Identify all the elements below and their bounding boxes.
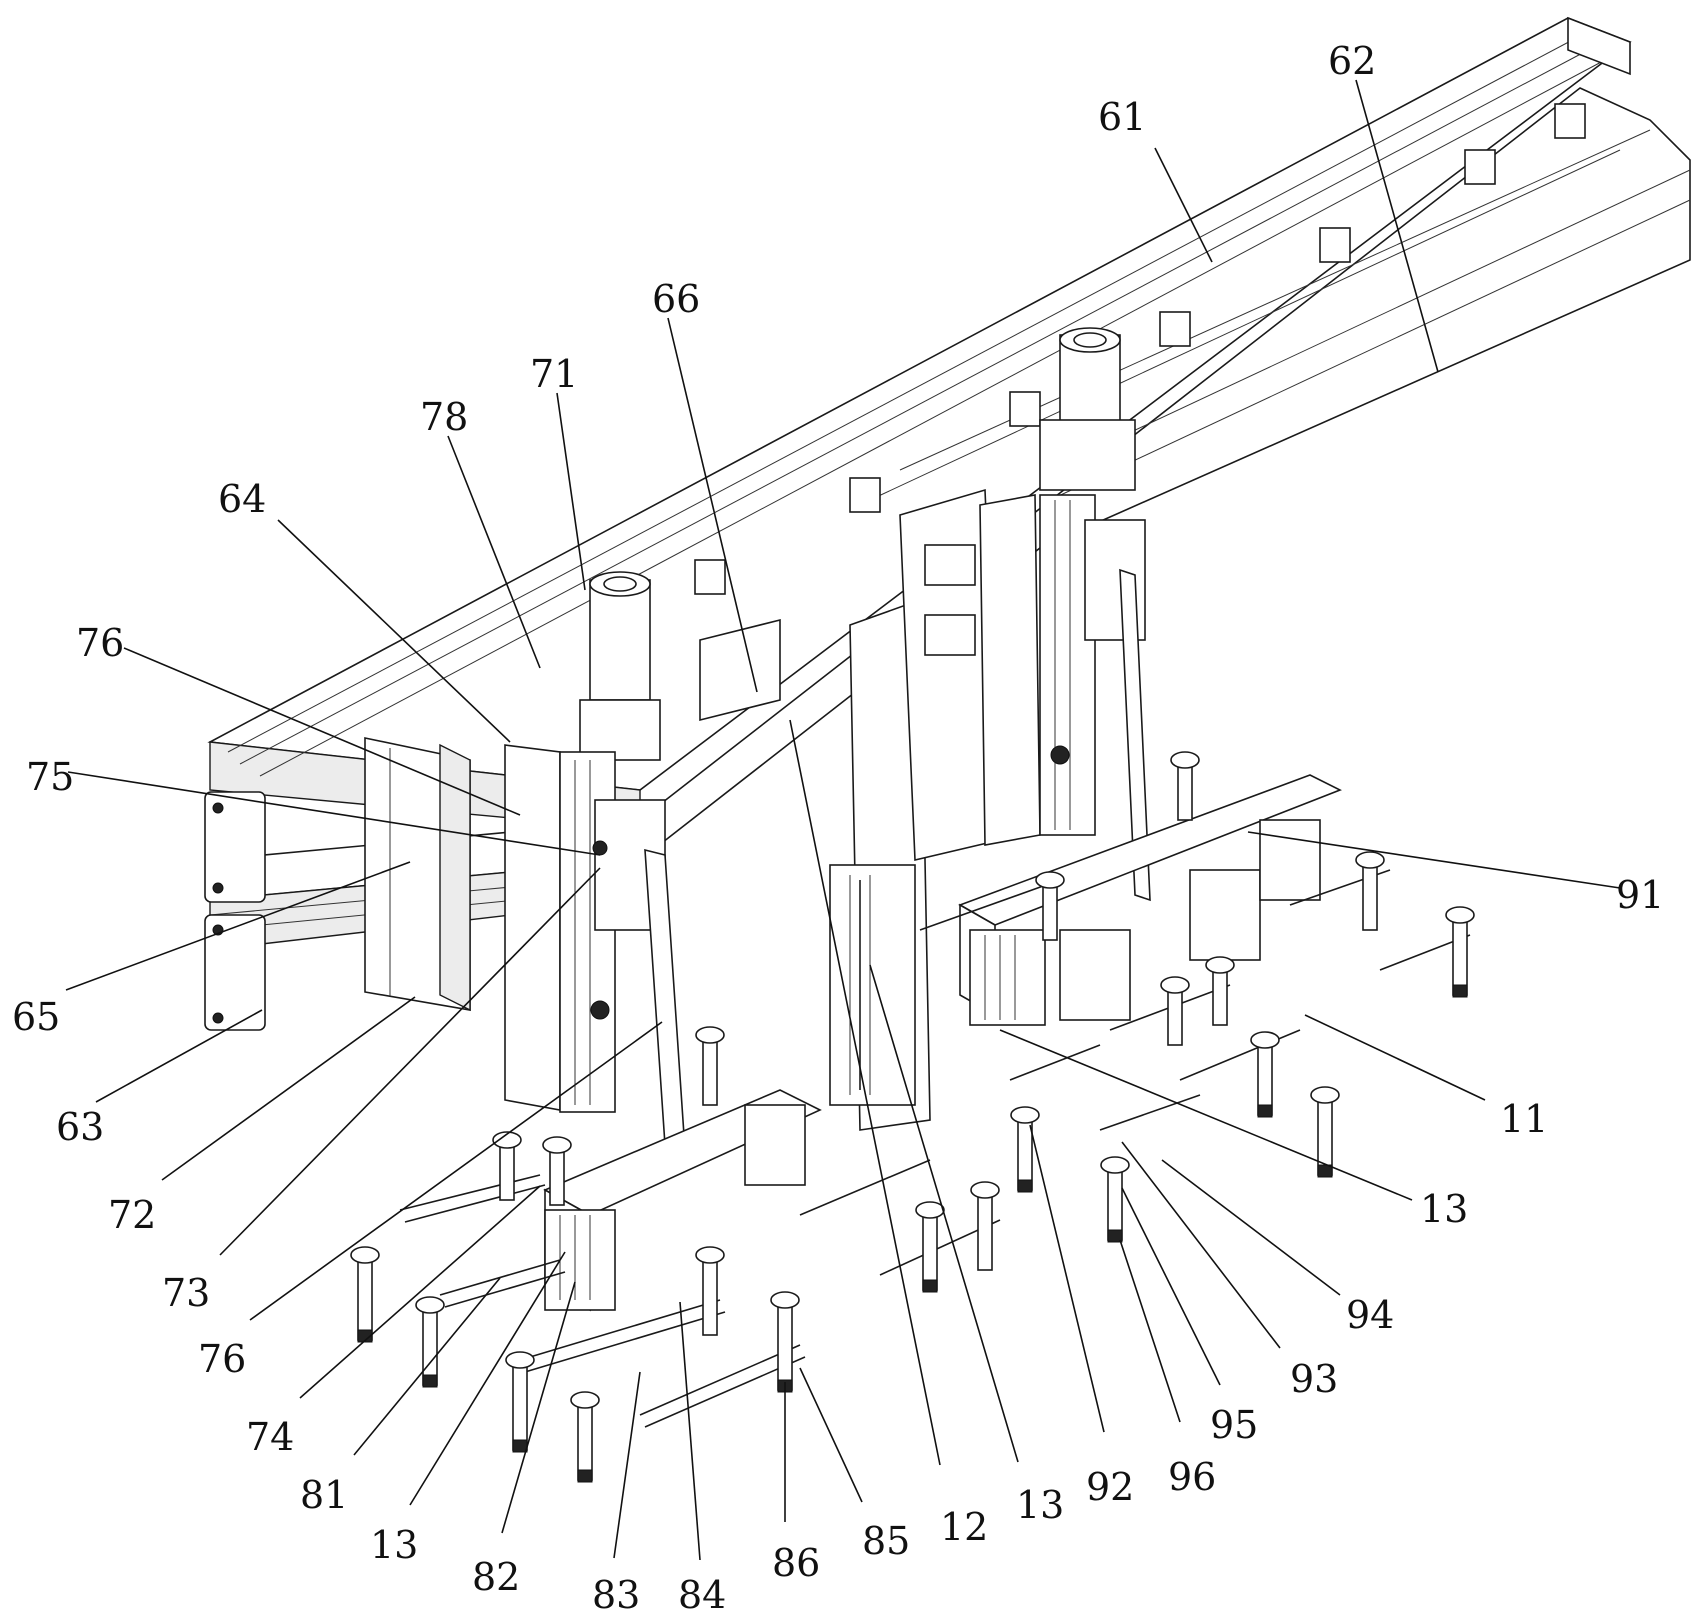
label-13-middle: 13 [1016,1483,1064,1527]
right-column [979,327,1151,902]
label-91: 91 [1616,873,1664,917]
label-71: 71 [530,352,578,396]
label-74: 74 [246,1415,294,1459]
leader-62 [1355,79,1439,373]
leader-96 [1119,1239,1181,1423]
label-65: 65 [12,995,60,1039]
label-92: 92 [1086,1465,1134,1509]
label-64: 64 [218,477,266,521]
leader-73 [219,867,601,1256]
label-73: 73 [162,1271,210,1315]
leader-63 [95,1009,263,1103]
label-13-left: 13 [370,1523,418,1567]
leader-76-bottom [249,1021,663,1321]
label-72: 72 [108,1193,156,1237]
leader-66 [667,317,758,693]
right-gripper [919,751,1475,1243]
leader-95 [1121,1187,1221,1386]
label-82: 82 [472,1555,520,1599]
leader-78 [447,435,541,669]
label-96: 96 [1168,1455,1216,1499]
leader-91 [1247,831,1621,889]
leader-13-middle [869,964,1019,1463]
leader-lines [65,79,1621,1561]
leader-81 [353,1277,501,1456]
leader-13-left [409,1251,566,1506]
leader-85 [799,1367,863,1503]
leader-61 [1154,147,1213,263]
end-plate [364,737,471,1012]
leader-74 [299,1185,541,1399]
leader-13-right [999,1029,1413,1201]
leader-83 [613,1371,641,1559]
label-11: 11 [1500,1097,1548,1141]
leader-71 [556,392,586,591]
label-86: 86 [772,1541,820,1585]
leader-92 [1029,1124,1105,1433]
leader-64 [277,519,511,743]
label-81: 81 [300,1473,348,1517]
left-column [504,571,686,1152]
label-78: 78 [420,395,468,439]
label-85: 85 [862,1519,910,1563]
label-63: 63 [56,1105,104,1149]
reference-labels: 61 62 66 71 78 64 76 75 65 63 72 73 76 7… [12,39,1664,1617]
label-76-top: 76 [76,621,124,665]
leader-12 [789,719,941,1466]
leader-65 [65,861,411,991]
leader-72 [161,996,416,1181]
label-76-bottom: 76 [198,1337,246,1381]
label-95: 95 [1210,1403,1258,1447]
label-83: 83 [592,1573,640,1617]
label-66: 66 [652,277,700,321]
leader-93 [1121,1141,1281,1349]
label-13-right: 13 [1420,1187,1468,1231]
label-84: 84 [678,1573,726,1617]
leader-84 [679,1301,701,1561]
leader-76-top [123,647,521,816]
left-gripper [350,1026,1001,1483]
label-61: 61 [1098,95,1146,139]
label-62: 62 [1328,39,1376,83]
label-75: 75 [26,755,74,799]
leader-94 [1161,1159,1341,1296]
leader-75 [67,771,601,856]
leader-11 [1304,1014,1486,1101]
label-94: 94 [1346,1293,1394,1337]
leader-82 [501,1281,576,1534]
label-12: 12 [940,1505,988,1549]
label-93: 93 [1290,1357,1338,1401]
